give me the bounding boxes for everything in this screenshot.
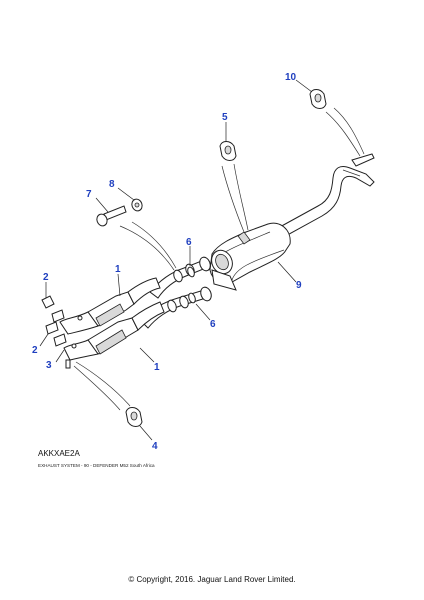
rear-silencer: [209, 222, 291, 291]
diagram-reference-code: AKKXAE2A: [38, 449, 80, 458]
callout-7: 7: [86, 189, 92, 200]
callout-3: 3: [46, 360, 52, 371]
copyright-notice: © Copyright, 2016. Jaguar Land Rover Lim…: [128, 575, 296, 584]
mounting-rubber-4: [125, 407, 143, 427]
diagram-caption: EXHAUST SYSTEM - 90 - DEFENDER M52 South…: [38, 463, 155, 468]
manifold-gaskets: [41, 295, 67, 347]
callout-2-lower: 2: [32, 345, 38, 356]
mounting-rubber-10: [309, 89, 327, 109]
callout-6-upper: 6: [186, 237, 192, 248]
callout-9: 9: [296, 280, 302, 291]
gaskets: [187, 266, 196, 304]
callout-leaders: [39, 79, 313, 441]
mounting-rubber-5: [219, 141, 237, 161]
callout-2-upper: 2: [43, 272, 49, 283]
tailpipe: [277, 153, 375, 239]
nut: [131, 198, 143, 212]
callout-5: 5: [222, 112, 228, 123]
catalytic-converters: [59, 277, 165, 361]
callout-1-lower: 1: [154, 362, 160, 373]
callout-4: 4: [152, 441, 158, 452]
bolt: [96, 205, 127, 227]
callout-6-lower: 6: [210, 319, 216, 330]
stud: [65, 359, 71, 369]
hanger-guides: [73, 107, 365, 411]
callout-8: 8: [109, 179, 115, 190]
callout-1-upper: 1: [115, 264, 121, 275]
callout-10: 10: [285, 72, 297, 83]
